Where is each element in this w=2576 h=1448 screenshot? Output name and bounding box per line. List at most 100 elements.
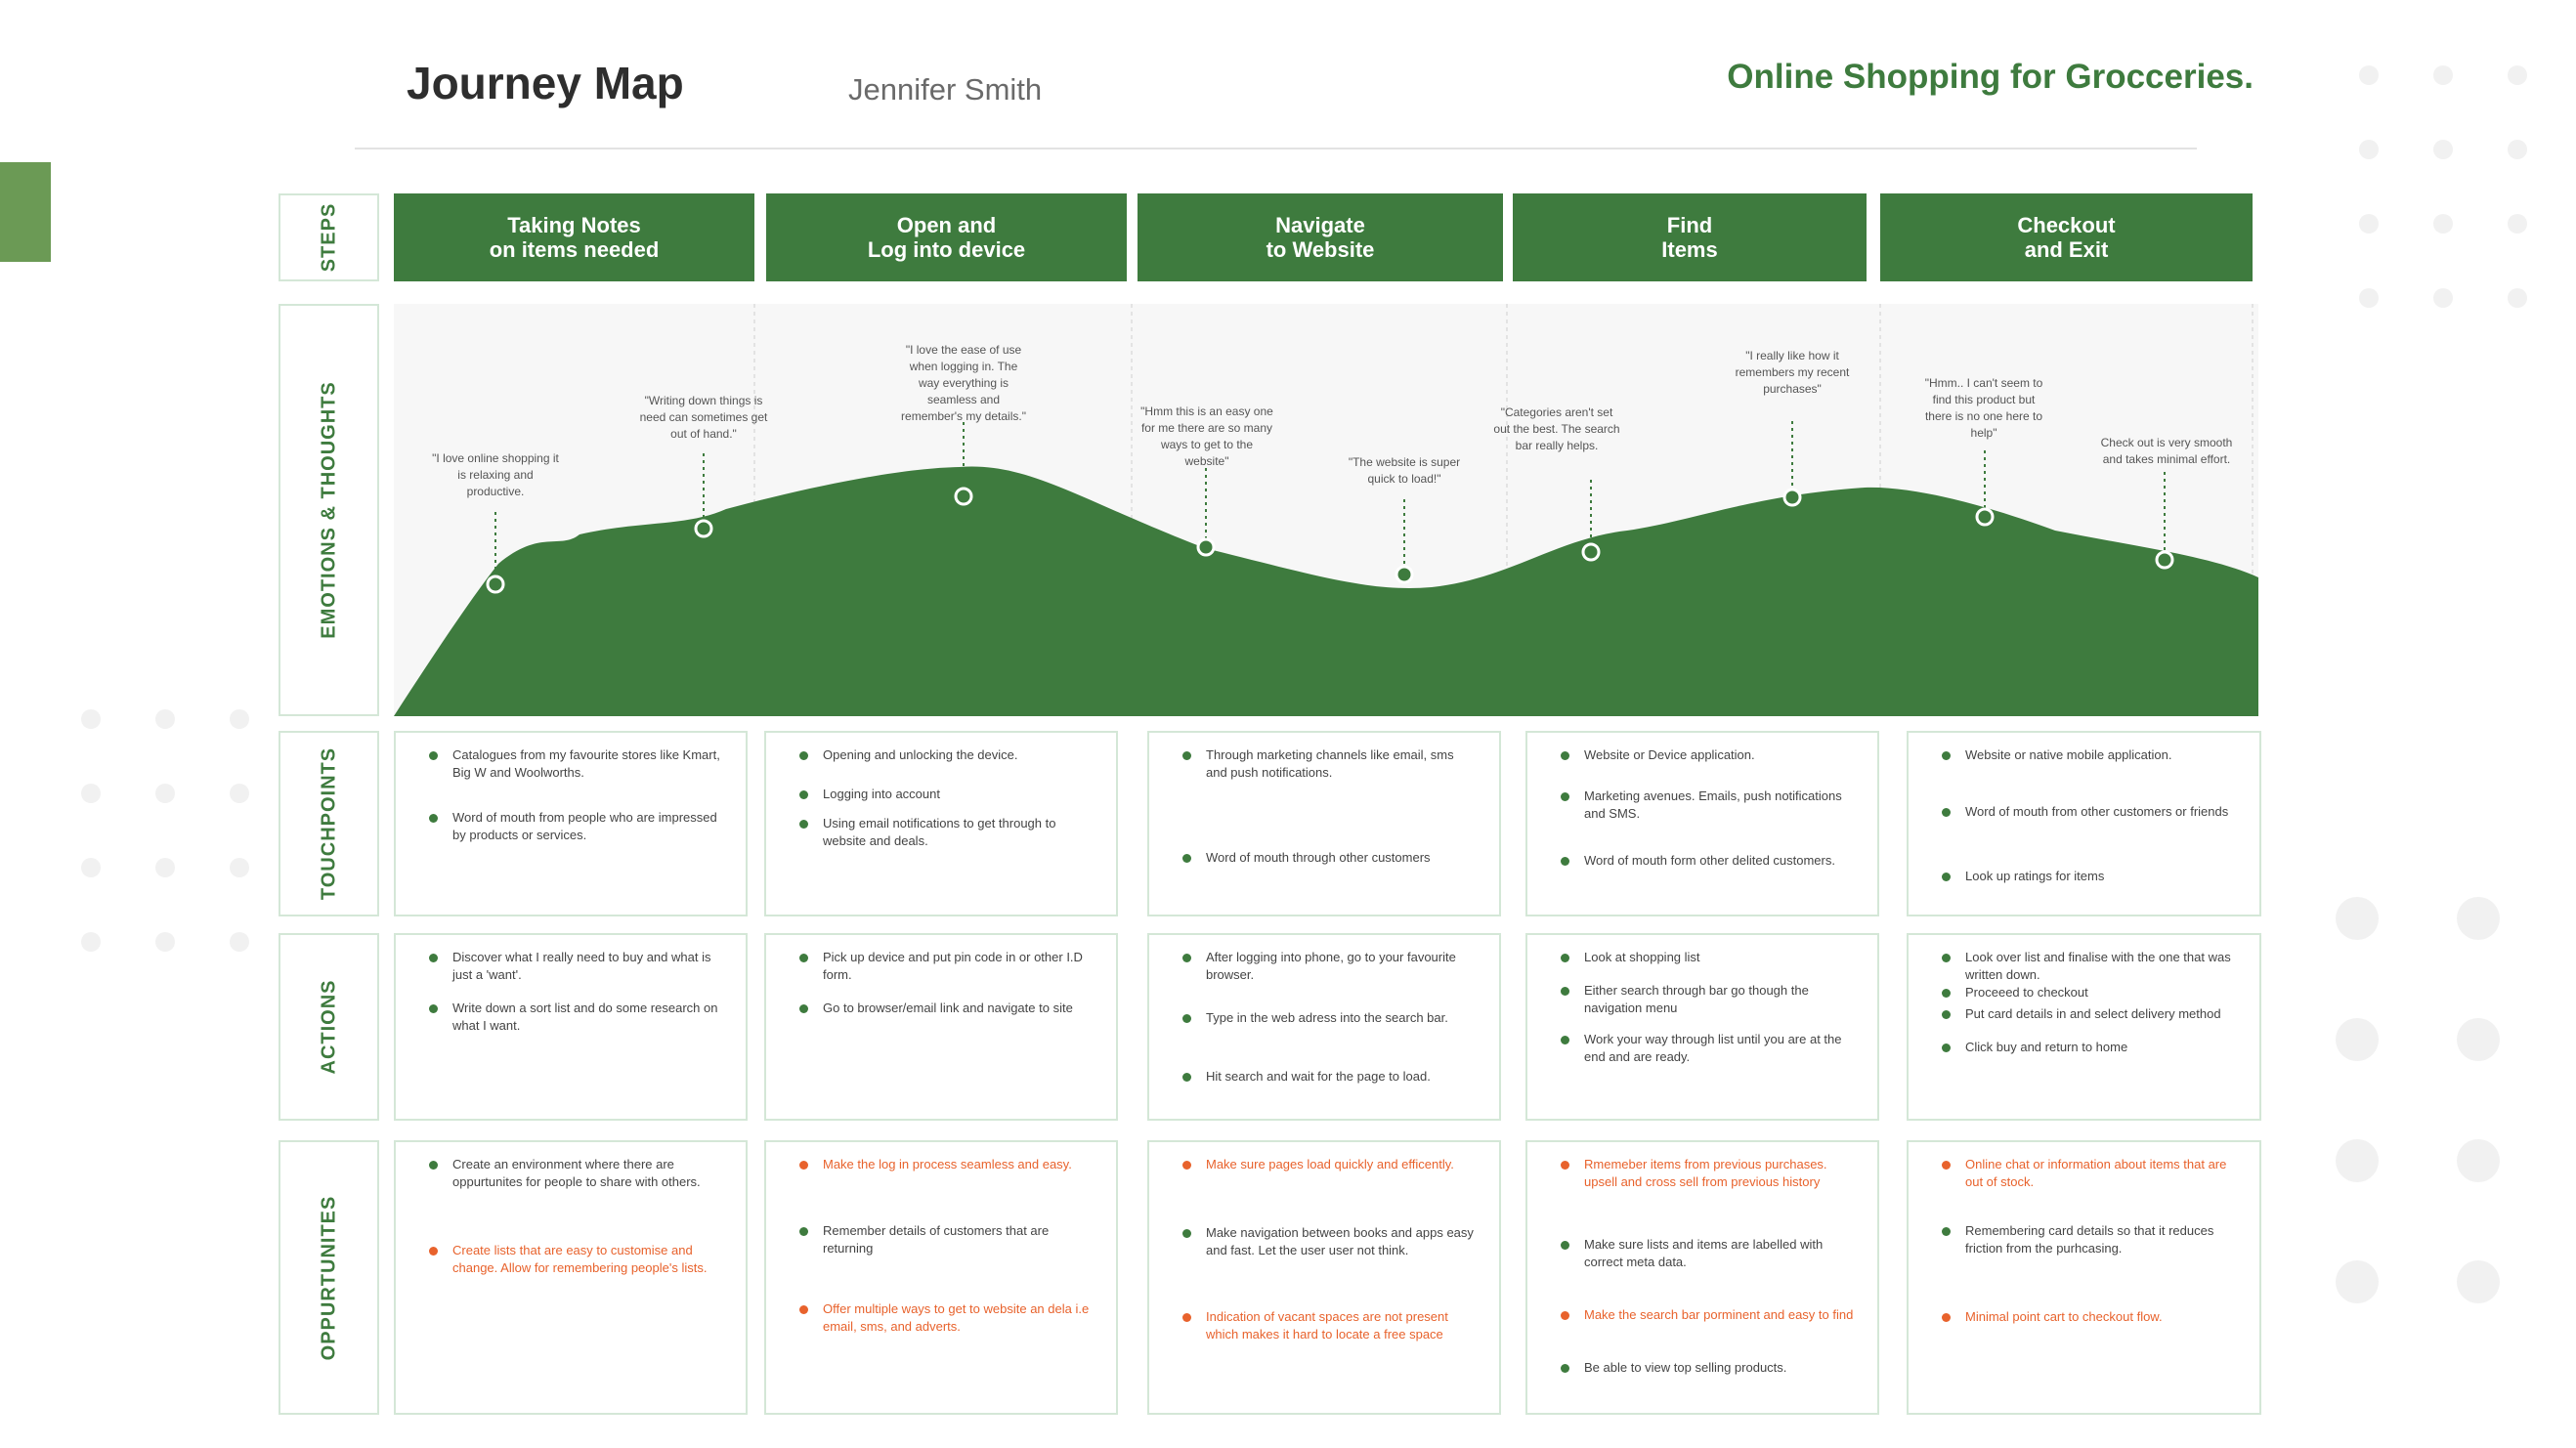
step-header: Checkout and Exit <box>1880 193 2253 281</box>
list-item: Through marketing channels like email, s… <box>1177 746 1478 782</box>
decorative-dot <box>2336 1018 2379 1061</box>
emotion-point <box>954 487 973 506</box>
decorative-dot <box>2457 1260 2500 1303</box>
emotion-point <box>1975 507 1995 527</box>
emotion-quote: Check out is very smooth and takes minim… <box>2100 436 2233 466</box>
decorative-dot <box>2457 1018 2500 1061</box>
row-label-text: ACTIONS <box>318 979 339 1075</box>
step-header: Find Items <box>1513 193 1867 281</box>
list-item: Discover what I really need to buy and w… <box>423 949 724 984</box>
author-name: Jennifer Smith <box>848 72 1043 106</box>
touchpoints-card: Website or Device application.Marketing … <box>1525 731 1879 916</box>
list-item: Write down a sort list and do some resea… <box>423 1000 724 1035</box>
list-item: Create an environment where there are op… <box>423 1156 724 1191</box>
decorative-dot <box>2359 214 2379 234</box>
list-item: Look up ratings for items <box>1936 868 2238 885</box>
emotion-point <box>1782 488 1802 507</box>
page-title: Journey Map <box>407 58 684 108</box>
list-item: Using email notifications to get through… <box>794 815 1095 850</box>
emotion-point <box>2155 550 2174 570</box>
opportunity-highlight-item: Create lists that are easy to customise … <box>423 1242 724 1277</box>
decorative-dot <box>230 784 249 803</box>
list-item: Pick up device and put pin code in or ot… <box>794 949 1095 984</box>
list-item: Word of mouth from other customers or fr… <box>1936 803 2238 821</box>
step-header: Navigate to Website <box>1138 193 1503 281</box>
list-item: Go to browser/email link and navigate to… <box>794 1000 1095 1017</box>
list-item: Logging into account <box>794 786 1095 803</box>
decorative-dot <box>2359 140 2379 159</box>
decorative-dot <box>2457 1139 2500 1182</box>
emotion-point <box>486 575 505 594</box>
actions-card: Pick up device and put pin code in or ot… <box>764 933 1118 1121</box>
touchpoints-card: Catalogues from my favourite stores like… <box>394 731 748 916</box>
actions-card: Discover what I really need to buy and w… <box>394 933 748 1121</box>
list-item: Word of mouth through other customers <box>1177 849 1478 867</box>
decorative-dot <box>81 784 101 803</box>
list-item: After logging into phone, go to your fav… <box>1177 949 1478 984</box>
list-item: Work your way through list until you are… <box>1555 1031 1856 1066</box>
opportunities-card: Create an environment where there are op… <box>394 1140 748 1415</box>
list-item: Website or native mobile application. <box>1936 746 2238 764</box>
emotion-point <box>1196 537 1216 557</box>
decorative-dot <box>2508 288 2527 308</box>
opportunities-card: Make the log in process seamless and eas… <box>764 1140 1118 1415</box>
decorative-dot <box>2508 214 2527 234</box>
decorative-dot <box>2359 288 2379 308</box>
decorative-dot <box>155 784 175 803</box>
emotion-point <box>1581 542 1601 562</box>
opportunity-highlight-item: Make sure pages load quickly and efficen… <box>1177 1156 1478 1173</box>
row-label-text: OPPURTUNITES <box>318 1195 339 1360</box>
decorative-dot <box>155 709 175 729</box>
decorative-dot <box>2336 897 2379 940</box>
list-item: Put card details in and select delivery … <box>1936 1005 2238 1023</box>
touchpoints-card: Opening and unlocking the device. Logging… <box>764 731 1118 916</box>
list-item: Proceeed to checkout <box>1936 984 2238 1001</box>
list-item: Word of mouth from people who are impres… <box>423 809 724 844</box>
decorative-dot <box>2433 140 2453 159</box>
page-subtitle: Online Shopping for Grocceries. <box>1727 58 2254 96</box>
touchpoints-card: Through marketing channels like email, s… <box>1147 731 1501 916</box>
decorative-dot <box>2433 65 2453 85</box>
decorative-dot <box>155 932 175 952</box>
opportunities-card: Make sure pages load quickly and efficen… <box>1147 1140 1501 1415</box>
list-item: Make sure lists and items are labelled w… <box>1555 1236 1856 1271</box>
opportunity-highlight-item: Indication of vacant spaces are not pres… <box>1177 1308 1478 1343</box>
decorative-dot <box>81 709 101 729</box>
emotion-quote: "I love online shopping it is relaxing a… <box>432 451 559 498</box>
list-item: Hit search and wait for the page to load… <box>1177 1068 1478 1086</box>
decorative-dot <box>230 858 249 877</box>
emotion-quote: "I really like how it remembers my recen… <box>1735 349 1850 396</box>
opportunity-highlight-item: Offer multiple ways to get to website an… <box>794 1300 1095 1336</box>
decorative-dot <box>155 858 175 877</box>
decorative-dot <box>81 932 101 952</box>
list-item: Make navigation between books and apps e… <box>1177 1224 1478 1259</box>
decorative-dot <box>2433 214 2453 234</box>
touchpoints-card: Website or native mobile application. Wor… <box>1907 731 2261 916</box>
list-item: Look over list and finalise with the one… <box>1936 949 2238 984</box>
list-item: Remembering card details so that it redu… <box>1936 1222 2238 1257</box>
emotion-quote: "Hmm this is an easy one for me there ar… <box>1140 405 1273 468</box>
decorative-dot <box>2508 65 2527 85</box>
list-item: Website or Device application. <box>1555 746 1856 764</box>
decorative-dot <box>2336 1260 2379 1303</box>
decorative-dot <box>2359 65 2379 85</box>
decorative-dot <box>2336 1139 2379 1182</box>
row-label-actions: ACTIONS <box>279 933 379 1121</box>
emotion-quote: "The website is super quick to load!" <box>1348 455 1461 486</box>
list-item: Be able to view top selling products. <box>1555 1359 1856 1377</box>
list-item: Click buy and return to home <box>1936 1039 2238 1056</box>
row-label-emotions: EMOTIONS & THOUGHTS <box>279 304 379 716</box>
decorative-dot <box>2457 897 2500 940</box>
opportunity-highlight-item: Online chat or information about items t… <box>1936 1156 2238 1191</box>
list-item: Opening and unlocking the device. <box>794 746 1095 764</box>
emotion-quote: "Categories aren't set out the best. The… <box>1493 405 1620 452</box>
row-label-text: STEPS <box>318 202 339 273</box>
emotion-markers <box>486 421 2174 594</box>
list-item: Word of mouth form other delited custome… <box>1555 852 1856 870</box>
list-item: Type in the web adress into the search b… <box>1177 1009 1478 1027</box>
emotion-quote: "Hmm.. I can't seem to find this product… <box>1924 376 2043 440</box>
decorative-dot <box>2508 140 2527 159</box>
row-label-touchpoints: TOUCHPOINTS <box>279 731 379 916</box>
decorative-dot <box>230 932 249 952</box>
